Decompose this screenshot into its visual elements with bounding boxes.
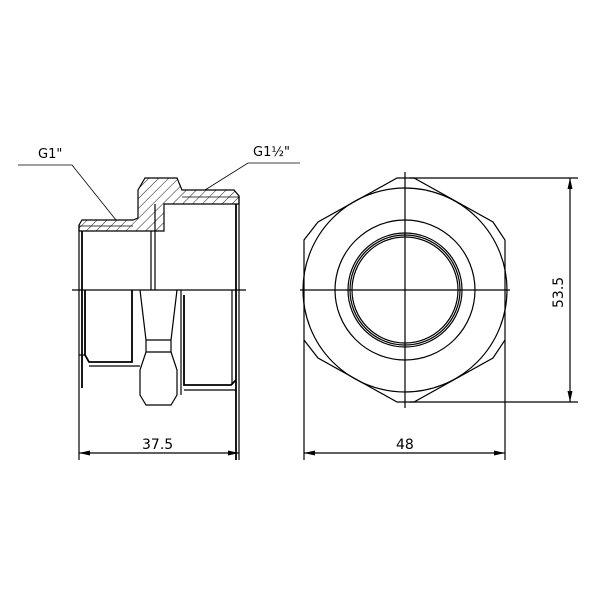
section-hatch xyxy=(78,177,240,232)
arrow-down-icon xyxy=(567,391,573,402)
arrow-left-icon xyxy=(304,450,315,456)
leader-g1 xyxy=(18,164,117,221)
small-thread-outline xyxy=(84,290,133,363)
label-g1-half: G1½" xyxy=(253,145,290,160)
arrow-up-icon xyxy=(567,178,573,189)
dim-corners-text: 53.5 xyxy=(551,277,567,308)
side-view: G1" G1½" 37.5 xyxy=(18,145,300,460)
dim-length-text: 37.5 xyxy=(142,437,173,453)
leader-g1-half xyxy=(204,162,300,191)
arrow-right-icon xyxy=(494,450,505,456)
large-thread-outline xyxy=(183,295,237,386)
dim-flats-text: 48 xyxy=(396,437,414,453)
arrow-right-icon xyxy=(228,450,239,456)
label-g1: G1" xyxy=(38,147,62,162)
end-view: 48 53.5 xyxy=(300,172,578,460)
arrow-left-icon xyxy=(79,450,90,456)
hex-profile xyxy=(139,289,178,406)
